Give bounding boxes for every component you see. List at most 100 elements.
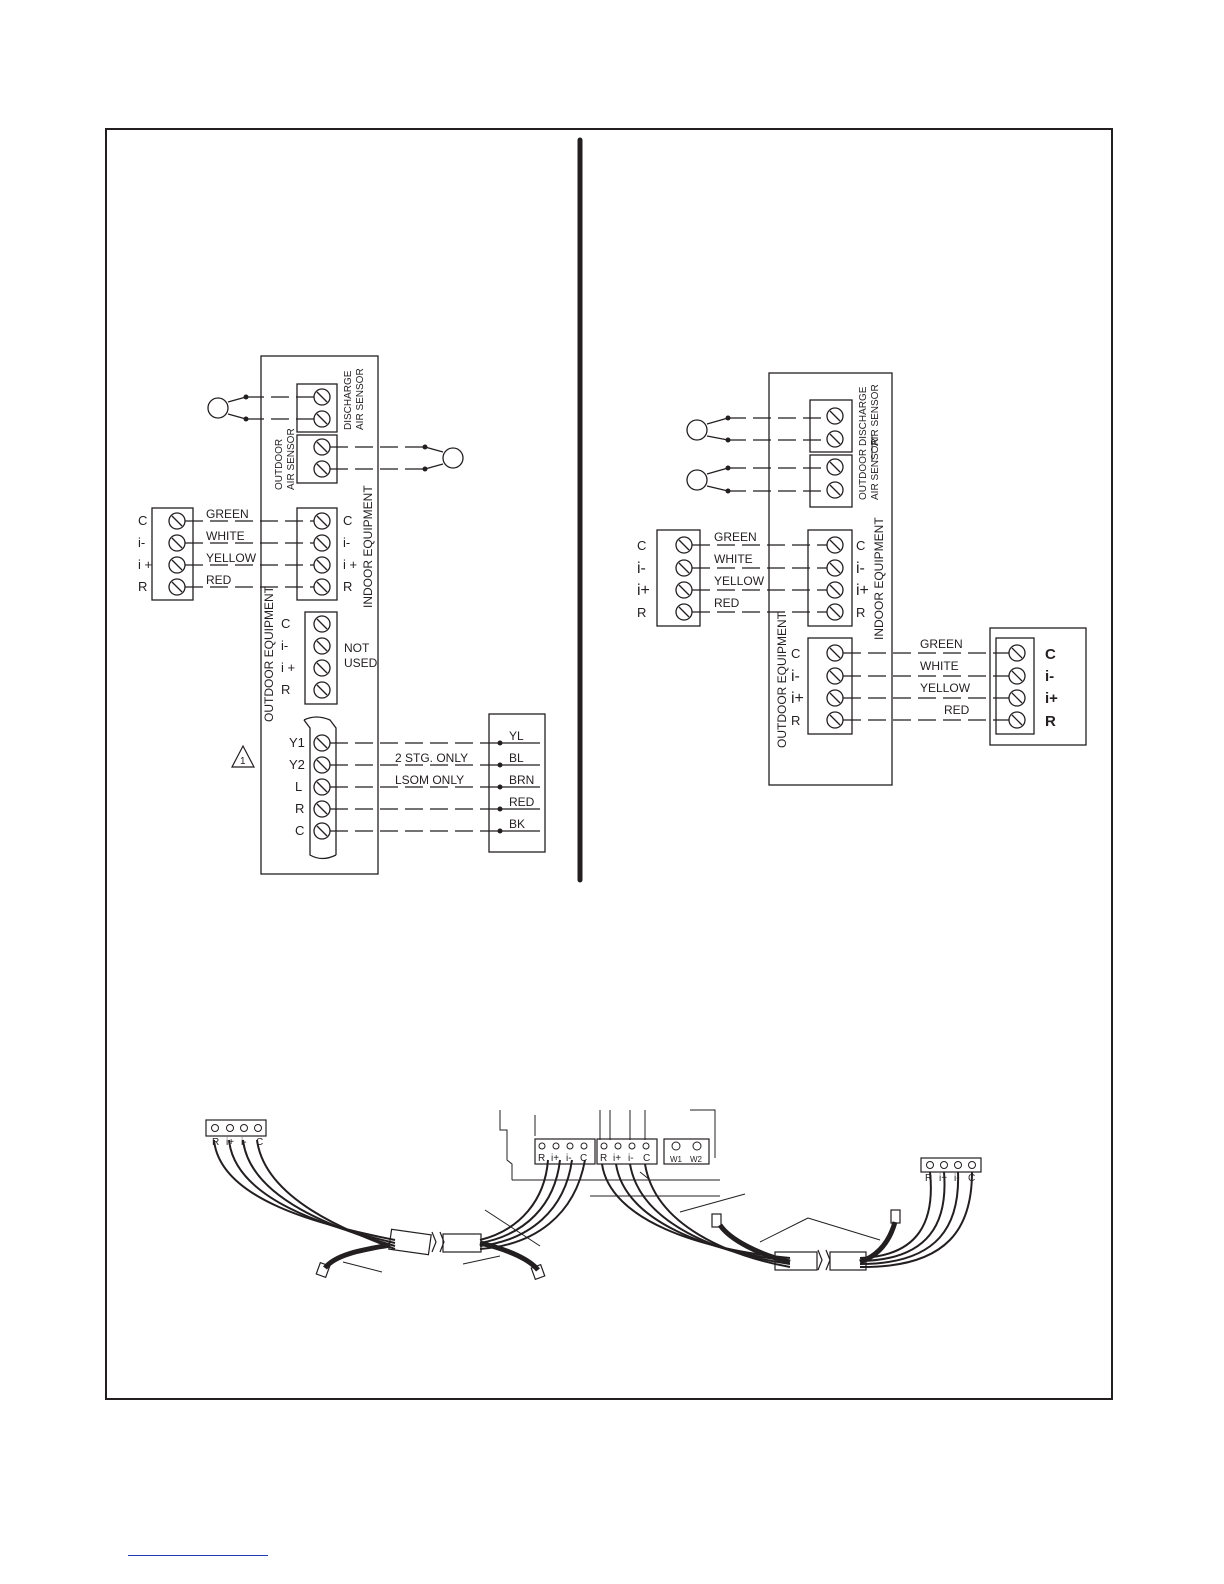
diagram-label: YELLOW (920, 681, 971, 695)
diagram-label: C (1045, 646, 1056, 663)
right-indoor-equipment-label: INDOOR EQUIPMENT (872, 517, 886, 640)
left-wiring-diagram: DISCHARGE AIR SENSOR OUTDOOR AIR SENSOR … (138, 355, 546, 875)
right-control-board (768, 372, 893, 786)
right-thermostat-terminal-block (656, 529, 701, 627)
diagram-label: R (538, 1153, 545, 1164)
left-discharge-label-2: AIR SENSOR (355, 368, 366, 430)
left-wire-white: WHITE (206, 529, 245, 543)
left-outdoor-sensor-label-1: OUTDOOR (274, 439, 285, 490)
diagram-label: R (1045, 713, 1056, 730)
diagram-label: C (968, 1173, 975, 1184)
diagram-label: i+ (856, 582, 869, 599)
footer-link-rule (128, 1555, 268, 1556)
term-l: L (295, 779, 302, 794)
right-indoor-wires: GREEN WHITE YELLOW RED (692, 530, 827, 613)
diagram-label: i- (637, 560, 646, 577)
note-lsom-only: LSOM ONLY (395, 773, 464, 787)
diagram-label: i- (1045, 668, 1054, 685)
right-harness-connector (920, 1157, 982, 1173)
diagram-label: W2 (690, 1155, 703, 1164)
right-outdoor-equipment-block (807, 637, 853, 735)
left-stat-label-c: C (138, 513, 147, 528)
right-discharge-label-2: AIR SENSOR (870, 384, 881, 446)
left-outdoor-sensor-icon (442, 447, 464, 469)
term-c: C (295, 823, 304, 838)
outdoor-wire-red: RED (509, 795, 535, 809)
left-indoor-equipment-block (296, 507, 338, 601)
diagram-label: C (580, 1153, 587, 1164)
diagram-label: i- (566, 1153, 572, 1164)
board-w-terminals (663, 1138, 710, 1165)
diagram-label: R (343, 579, 352, 594)
diagram-label: i+ (551, 1153, 559, 1164)
board-terminal-strip-2 (596, 1138, 658, 1165)
diagram-label: R (600, 1153, 607, 1164)
diagram-label: R (856, 605, 865, 620)
diagram-label: R (637, 605, 646, 620)
left-control-board (260, 355, 379, 875)
board-terminal-strip-1 (534, 1138, 596, 1165)
diagram-label: C (637, 538, 646, 553)
diagram-label: RED (714, 596, 740, 610)
diagram-label: R (791, 713, 800, 728)
diagram-label: i+ (939, 1173, 947, 1184)
diagram-label: C (343, 513, 352, 528)
diagram-label: i+ (1045, 690, 1058, 707)
diagram-label: C (856, 538, 865, 553)
left-indoor-equipment-label: INDOOR EQUIPMENT (361, 485, 375, 608)
warning-triangle-icon (231, 744, 255, 768)
diagram-label: i- (343, 535, 350, 550)
diagram-label: R (281, 682, 290, 697)
diagram-label: i+ (791, 690, 804, 707)
diagram-label: i + (343, 557, 357, 572)
diagram-label: WHITE (714, 552, 753, 566)
diagram-label: C (256, 1137, 263, 1148)
diagram-label: i+ (613, 1153, 621, 1164)
right-discharge-label-1: DISCHARGE (858, 386, 869, 446)
left-discharge-sensor-icon (207, 397, 229, 419)
term-y2: Y2 (289, 757, 305, 772)
diagram-label: W1 (670, 1155, 683, 1164)
wiring-harness-illustration: R i+ i- C R i+ i- (205, 1109, 982, 1281)
diagram-label: GREEN (920, 637, 963, 651)
left-wire-red: RED (206, 573, 232, 587)
left-indoor-wires: GREEN WHITE YELLOW RED (185, 507, 314, 588)
diagram-label: i- (856, 560, 865, 577)
diagram-label: YELLOW (714, 574, 765, 588)
diagram-label: WHITE (920, 659, 959, 673)
diagram-label: i + (281, 660, 295, 675)
right-outdoor-sensor-icon (686, 469, 708, 491)
warning-number: 1 (240, 756, 246, 767)
right-outdoor-wires: GREEN WHITE YELLOW RED (843, 637, 1009, 721)
not-used-label-1: NOT (344, 641, 370, 655)
diagram-label: RED (944, 703, 970, 717)
outdoor-wire-brn: BRN (509, 773, 534, 787)
diagram-label: i- (791, 668, 800, 685)
diagram-label: i+ (637, 582, 650, 599)
right-indoor-equipment-block (807, 529, 853, 627)
note-2stg-only: 2 STG. ONLY (395, 751, 468, 765)
right-wiring-diagram: DISCHARGE AIR SENSOR OUTDOOR AIR SENSOR … (637, 372, 1087, 786)
diagram-label: i- (628, 1153, 634, 1164)
outer-frame (105, 128, 1113, 1400)
right-discharge-sensor-icon (686, 419, 708, 441)
left-stat-label-r: R (138, 579, 147, 594)
left-outdoor-unit-block (488, 713, 546, 853)
diagram-label: R (925, 1173, 932, 1184)
right-outdoor-unit-block (989, 627, 1087, 746)
term-y1: Y1 (289, 735, 305, 750)
left-wire-green: GREEN (206, 507, 249, 521)
outdoor-wire-bk: BK (509, 817, 525, 831)
diagram-label: i- (954, 1173, 960, 1184)
left-harness-connector (205, 1119, 267, 1137)
diagram-label: C (643, 1153, 650, 1164)
left-outdoor-wires: YL BL BRN RED BK 2 STG. ONLY LSOM ONLY (330, 729, 540, 834)
left-stat-label-i-minus: i- (138, 535, 145, 550)
diagram-label: C (281, 616, 290, 631)
diagram-label: R (212, 1137, 219, 1148)
left-not-used-block (304, 611, 338, 705)
outdoor-wire-yl: YL (509, 729, 524, 743)
left-thermostat-terminal-block (151, 507, 194, 601)
left-discharge-label-1: DISCHARGE (343, 370, 354, 430)
